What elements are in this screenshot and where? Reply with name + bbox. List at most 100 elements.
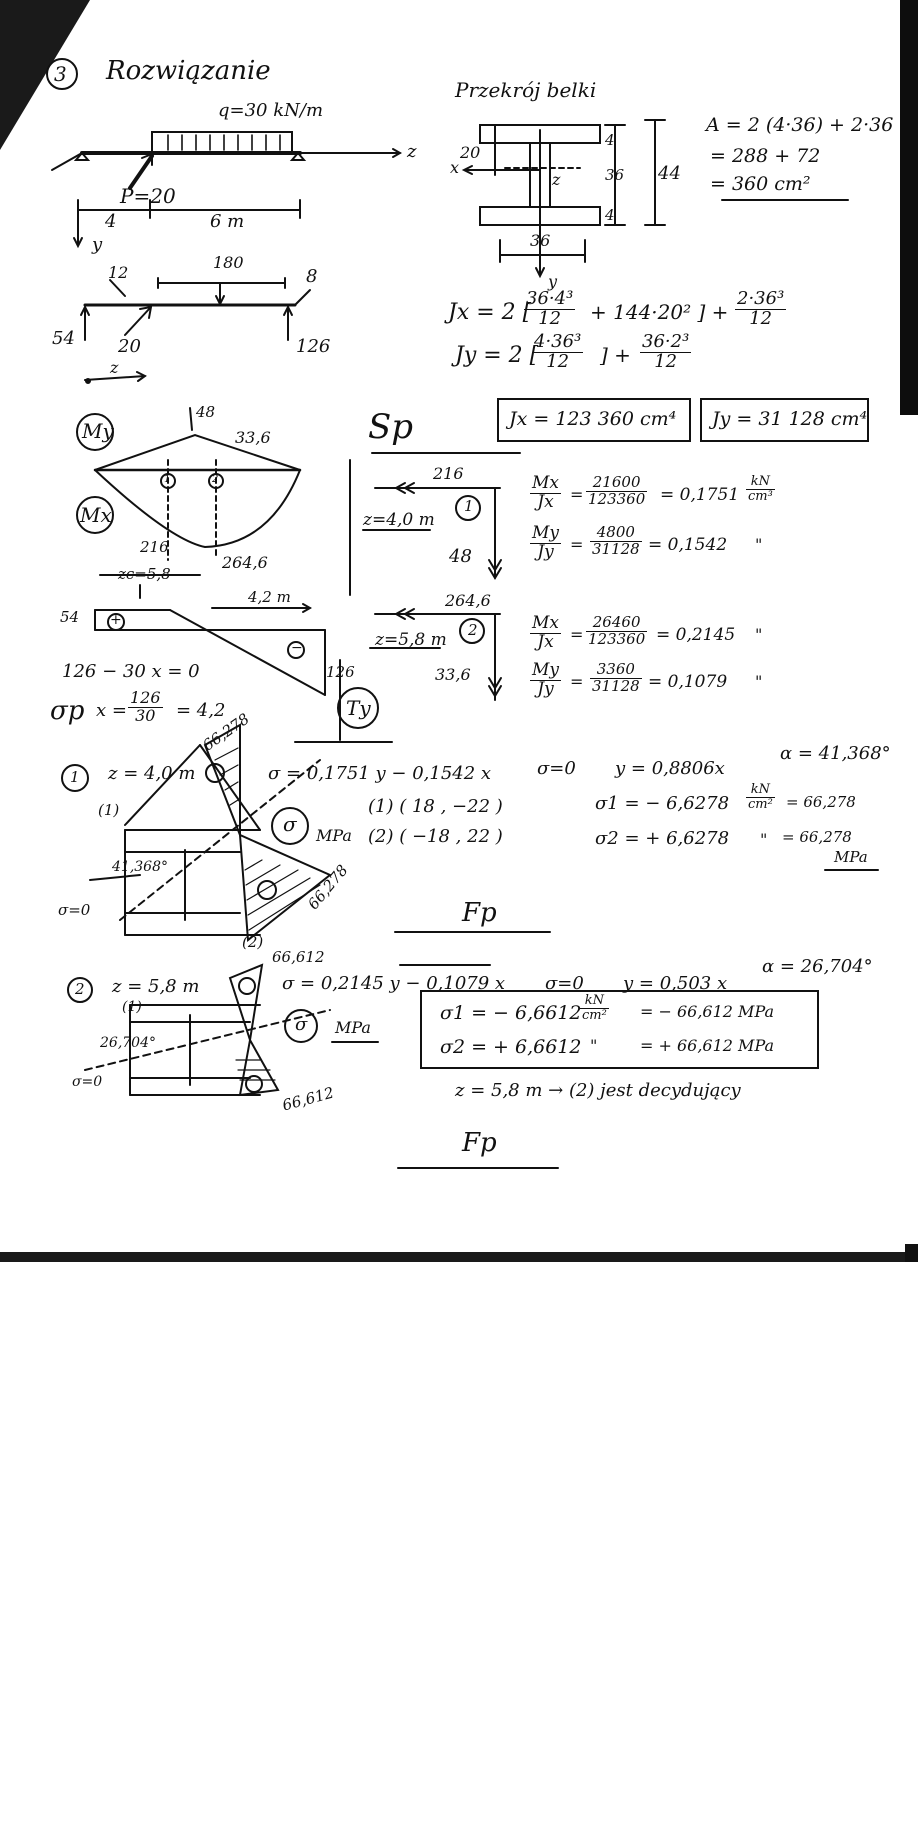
scan-edge-bottom-right bbox=[905, 1244, 918, 1262]
x-eq-rhs: = 4,2 bbox=[176, 700, 226, 721]
dim-4-bottom: 4 bbox=[605, 206, 615, 224]
sp2-my-eq: = bbox=[570, 672, 584, 691]
axis-z-fbd-label: z bbox=[110, 358, 119, 377]
value-48: 48 bbox=[196, 403, 216, 421]
stress-diagram-1 bbox=[61, 723, 879, 942]
sp2-mx-ditto: " bbox=[755, 625, 763, 644]
p2-mpa: MPa bbox=[335, 1018, 371, 1037]
stress-diagram-2 bbox=[67, 963, 559, 1169]
dim-4-2: 4,2 m bbox=[248, 588, 291, 606]
p2-pt1: (1) bbox=[122, 999, 142, 1015]
p2-sigma0-mark: σ=0 bbox=[72, 1074, 103, 1090]
value-264-6: 264,6 bbox=[222, 553, 268, 572]
problem-number: 3 bbox=[54, 62, 67, 86]
force-20-label: 20 bbox=[118, 336, 141, 357]
shear-minus-sign: − bbox=[291, 640, 303, 656]
sp2-z: z=5,8 m bbox=[375, 630, 447, 650]
sp1-mx-eq: = bbox=[570, 485, 584, 504]
scan-shadow-top-left bbox=[0, 0, 90, 150]
section-axis-y: y bbox=[548, 272, 558, 291]
cross-section bbox=[461, 119, 849, 279]
jy-mid: ] + bbox=[600, 343, 631, 367]
sp2-my-result: = 0,1079 bbox=[648, 672, 728, 692]
sp1-number: 1 bbox=[464, 497, 474, 515]
sp2-mx-eq: = bbox=[570, 625, 584, 644]
sp2-top-value: 264,6 bbox=[445, 591, 491, 610]
area-line-1: A = 2 (4·36) + 2·36 bbox=[706, 114, 894, 136]
section-axis-z: z bbox=[552, 170, 561, 189]
p1-sigma1-mpa: = 66,278 bbox=[786, 793, 856, 811]
header-circle bbox=[46, 58, 78, 90]
point-1-label: 1 bbox=[164, 474, 171, 485]
jx-result-box: Jx = 123 360 cm⁴ bbox=[497, 398, 691, 442]
sp1-my-result: = 0,1542 bbox=[648, 535, 728, 555]
p2-sigma-symbol: σ bbox=[295, 1014, 308, 1035]
p2-neutral-axis: y = 0,503 x bbox=[623, 973, 728, 994]
gp-title: σp bbox=[50, 696, 85, 726]
ty-label: Ty bbox=[346, 696, 371, 720]
p1-neutral-axis: y = 0,8806x bbox=[615, 758, 725, 779]
load-q-label: q=30 kN/m bbox=[218, 100, 324, 121]
p2-sigma1-mpa: = − 66,612 MPa bbox=[640, 1002, 775, 1021]
mx-label: Mx bbox=[80, 503, 112, 527]
sp1-ditto: " bbox=[755, 535, 763, 554]
reaction-54-label: 54 bbox=[52, 328, 75, 349]
p1-stress-eq: σ = 0,1751 y − 0,1542 x bbox=[268, 763, 492, 784]
p2-sigma2: σ2 = + 6,6612 bbox=[440, 1036, 582, 1058]
my-label: My bbox=[82, 419, 114, 443]
dim-36-width: 36 bbox=[530, 231, 551, 250]
value-33-6: 33,6 bbox=[235, 428, 271, 447]
jx-lhs: Jx = 2 [ bbox=[448, 300, 532, 325]
page-title: Rozwiązanie bbox=[106, 56, 271, 86]
final-mark-2: Fp bbox=[462, 1128, 497, 1158]
p1-sigma1: σ1 = − 6,6278 bbox=[595, 793, 730, 814]
sp-diagrams bbox=[349, 452, 521, 701]
free-body-diagram bbox=[80, 277, 311, 384]
jy-result-box: Jy = 31 128 cm⁴ bbox=[700, 398, 869, 442]
force-p-label: P=20 bbox=[120, 184, 176, 208]
force-8-label: 8 bbox=[306, 266, 318, 287]
sp2-my-ditto: " bbox=[755, 672, 763, 691]
dim-36-height: 36 bbox=[605, 166, 625, 184]
sp-title: Sp bbox=[368, 407, 414, 447]
dim-20: 20 bbox=[460, 143, 481, 162]
shear-plus-sign: + bbox=[110, 612, 122, 628]
sp1-z: z=4,0 m bbox=[363, 510, 435, 530]
jy-lhs: Jy = 2 [ bbox=[455, 343, 539, 368]
p2-angle: 26,704° bbox=[100, 1035, 156, 1051]
conclusion: z = 5,8 m → (2) jest decydujący bbox=[455, 1080, 741, 1101]
reaction-126-label: 126 bbox=[296, 336, 331, 357]
area-line-2: = 288 + 72 bbox=[710, 145, 821, 167]
x-eq-lhs: x = bbox=[96, 700, 127, 721]
p2-number: 2 bbox=[75, 980, 85, 998]
force-180-label: 180 bbox=[213, 253, 244, 272]
p2-stress-eq: σ = 0,2145 y − 0,1079 x bbox=[282, 973, 506, 994]
section-axis-x: x bbox=[450, 158, 460, 177]
p1-sigma2-unit: MPa bbox=[834, 848, 868, 866]
p1-sigma2-mpa: = 66,278 bbox=[782, 828, 852, 846]
section-title: Przekrój belki bbox=[455, 78, 597, 102]
p1-number: 1 bbox=[70, 768, 80, 786]
point-2-label: 2 bbox=[212, 474, 219, 485]
axis-y-label: y bbox=[92, 234, 103, 255]
sp1-top-value: 216 bbox=[433, 464, 464, 483]
p1-coord-2: (2) ( −18 , 22 ) bbox=[368, 826, 503, 847]
p2-alpha: α = 26,704° bbox=[762, 956, 873, 977]
p1-angle: 41,368° bbox=[112, 859, 168, 875]
jy-result: Jy = 31 128 cm⁴ bbox=[712, 408, 868, 430]
